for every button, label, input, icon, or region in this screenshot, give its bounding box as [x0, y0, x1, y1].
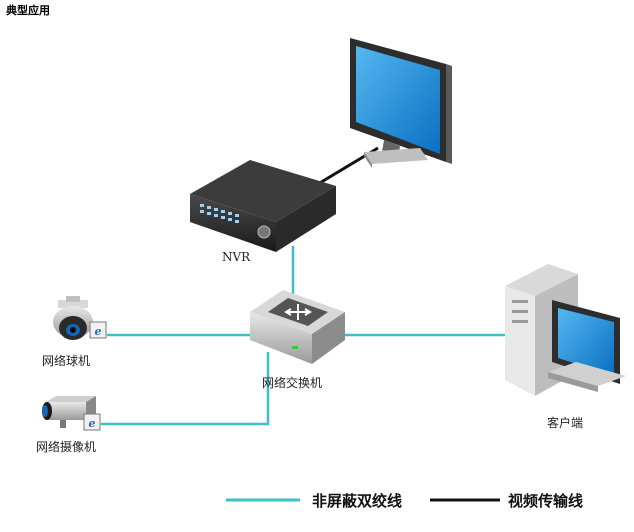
dome-camera-icon — [53, 296, 93, 340]
nvr-label: NVR — [222, 250, 251, 264]
svg-text:e: e — [95, 325, 102, 338]
page-title: 典型应用 — [6, 4, 50, 17]
ie-icon-dome: e — [89, 321, 107, 339]
switch-label: 网络交换机 — [262, 376, 323, 390]
box-camera-label: 网络摄像机 — [36, 440, 97, 454]
legend-utp-label: 非屏蔽双绞线 — [312, 492, 403, 510]
cable-camera-switch — [101, 352, 270, 426]
switch-icon — [250, 290, 345, 364]
monitor-icon — [350, 38, 452, 168]
client-label: 客户端 — [547, 416, 584, 430]
client-pc-icon — [505, 264, 626, 396]
nvr-icon — [190, 160, 336, 252]
utp-cables — [101, 246, 508, 426]
svg-text:e: e — [89, 417, 96, 430]
dome-camera-label: 网络球机 — [42, 354, 91, 368]
legend-video-label: 视频传输线 — [508, 492, 584, 510]
box-camera-icon — [42, 396, 96, 428]
ie-icon-camera: e — [83, 413, 101, 431]
